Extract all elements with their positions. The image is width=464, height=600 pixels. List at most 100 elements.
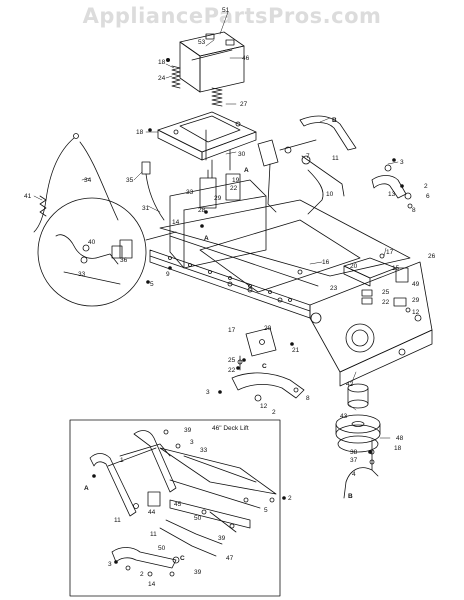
callout-18: 18 — [394, 445, 402, 452]
callout-2: 2 — [288, 495, 292, 502]
callout-11: 11 — [332, 155, 339, 162]
callout-B: B — [332, 117, 337, 124]
callout-11: 11 — [114, 517, 121, 524]
callout-39: 39 — [218, 535, 226, 542]
callout-10: 10 — [326, 191, 334, 198]
callout-43: 43 — [340, 413, 348, 420]
callout-3: 3 — [206, 389, 210, 396]
callout-22: 22 — [228, 367, 236, 374]
callout-A: A — [204, 235, 209, 242]
callout-1: 1 — [120, 457, 124, 464]
callout-18: 18 — [136, 129, 144, 136]
callout-34: 34 — [84, 177, 92, 184]
battery-tray — [157, 111, 257, 179]
callout-47: 47 — [226, 555, 234, 562]
callout-45: 45 — [174, 501, 182, 508]
callout-5: 5 — [150, 281, 154, 288]
callout-C: C — [180, 555, 185, 562]
pulley-assembly — [335, 383, 381, 471]
dash-bracket — [199, 169, 241, 209]
deck-lift-inset — [69, 419, 281, 597]
callout-25: 25 — [382, 289, 390, 296]
callout-33: 33 — [186, 189, 194, 196]
callout-27: 27 — [240, 101, 248, 108]
callout-3: 3 — [108, 561, 112, 568]
callout-48: 48 — [396, 435, 404, 442]
callout-46: 46 — [242, 55, 250, 62]
callout-A: A — [244, 167, 249, 174]
callout-33: 33 — [78, 271, 86, 278]
callout-22: 22 — [230, 185, 238, 192]
callout-2: 2 — [424, 183, 428, 190]
callout-7: 7 — [306, 153, 310, 160]
callout-25: 25 — [228, 357, 236, 364]
callout-20: 20 — [350, 263, 358, 270]
callout-labels: 51 53 46 18 24 27 18 30 34 41 35 19 33 2… — [24, 7, 436, 588]
callout-B: B — [348, 493, 353, 500]
rod — [343, 467, 379, 499]
callout-22: 22 — [382, 299, 390, 306]
callout-12: 12 — [412, 309, 420, 316]
lift-arm-center — [231, 372, 305, 402]
callout-39: 39 — [184, 427, 192, 434]
callout-23: 23 — [330, 285, 338, 292]
callout-35: 35 — [126, 177, 134, 184]
rear-hardware — [361, 289, 411, 313]
callout-5: 5 — [264, 507, 268, 514]
callout-C: C — [262, 363, 267, 370]
watermark: AppliancePartsPros.com — [82, 4, 382, 28]
callout-24: 24 — [158, 75, 166, 82]
leader-lines — [33, 11, 399, 439]
battery-spring-left — [171, 65, 181, 89]
callout-18: 18 — [158, 59, 166, 66]
hardware — [92, 58, 404, 564]
callout-6: 6 — [426, 193, 430, 200]
callout-4: 4 — [352, 471, 356, 478]
callout-49: 49 — [412, 281, 420, 288]
callout-17: 17 — [228, 327, 236, 334]
callout-21: 21 — [292, 347, 300, 354]
callout-15: 15 — [392, 265, 400, 272]
callout-36: 36 — [120, 257, 128, 264]
main-frame — [149, 179, 433, 387]
callout-38: 38 — [350, 449, 358, 456]
callout-2: 2 — [272, 409, 276, 416]
callout-51: 51 — [222, 7, 230, 14]
battery-spring-right — [211, 87, 223, 107]
callout-39: 39 — [194, 569, 202, 576]
callout-33: 33 — [200, 447, 208, 454]
throttle-lever — [141, 161, 165, 221]
callout-31: 31 — [142, 205, 150, 212]
lift-arm-right — [371, 164, 413, 209]
inset-title: 46" Deck Lift — [212, 425, 249, 432]
callout-30: 30 — [238, 151, 246, 158]
rear-bracket — [343, 253, 409, 287]
callout-8: 8 — [412, 207, 416, 214]
callout-13: 13 — [388, 191, 396, 198]
callout-11: 11 — [150, 531, 157, 538]
callout-41: 41 — [24, 193, 32, 200]
callout-A: A — [84, 485, 89, 492]
control-cable — [33, 133, 119, 233]
callout-29: 29 — [412, 297, 420, 304]
callout-40: 40 — [88, 239, 96, 246]
callout-50: 50 — [158, 545, 166, 552]
callout-44: 44 — [148, 509, 156, 516]
callout-3: 3 — [400, 159, 404, 166]
battery — [179, 31, 245, 93]
callout-20: 20 — [264, 325, 272, 332]
lift-link-left — [237, 327, 277, 371]
callout-50: 50 — [194, 515, 202, 522]
callout-53: 53 — [198, 39, 206, 46]
callout-28: 28 — [198, 207, 206, 214]
callout-16: 16 — [322, 259, 330, 266]
callout-14: 14 — [172, 219, 180, 226]
callout-37: 37 — [350, 457, 358, 464]
detail-zoom-circle — [37, 197, 177, 307]
callout-17: 17 — [386, 249, 394, 256]
callout-42: 42 — [346, 381, 354, 388]
callout-8: 8 — [306, 395, 310, 402]
callout-3: 3 — [190, 439, 194, 446]
shift-lever-assembly — [257, 115, 357, 215]
